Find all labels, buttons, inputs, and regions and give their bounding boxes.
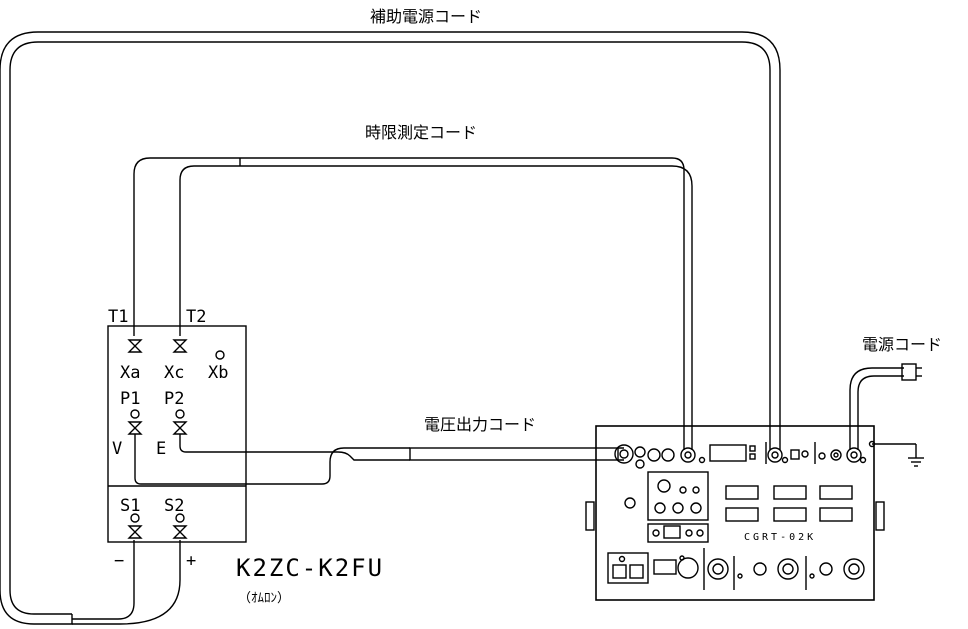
power-cord-label: 電源コード (862, 335, 942, 354)
ground-icon (872, 443, 924, 467)
power-cord (849, 363, 922, 450)
label-s2: S2 (164, 496, 184, 516)
label-v: V (112, 439, 122, 459)
voltage-output-cord (134, 434, 624, 485)
terminal-xc-icon (172, 339, 188, 353)
terminal-p1-icon (127, 409, 143, 435)
label-t2: T2 (186, 307, 206, 327)
terminal-s1-icon (127, 513, 143, 539)
device-knob-left (624, 497, 636, 509)
timing-cord (133, 157, 693, 450)
terminal-s2-icon (172, 513, 188, 539)
label-xa: Xa (120, 363, 140, 383)
terminal-p2-icon (172, 409, 188, 435)
label-xc: Xc (164, 363, 184, 383)
timing-cord-label: 時限測定コード (365, 123, 477, 142)
device-model-label: CGRT-02K (744, 532, 816, 543)
device-left-handle (585, 501, 595, 531)
label-p1: P1 (120, 389, 140, 409)
aux-power-cord (0, 31, 781, 625)
device-bottom-row (607, 548, 865, 590)
relay-model-label: K2ZC-K2FU (236, 554, 384, 582)
label-e: E (156, 439, 166, 459)
device-meter-panel (647, 523, 709, 543)
label-xb: Xb (208, 363, 228, 383)
label-s1: S1 (120, 496, 140, 516)
device-control-panel (647, 471, 709, 521)
device-switch-grid (725, 485, 853, 522)
label-minus: − (114, 551, 124, 571)
device-connector-row (614, 440, 876, 469)
relay-unit (107, 325, 247, 543)
aux-power-cord-label: 補助電源コード (370, 7, 482, 26)
test-device: CGRT-02K (585, 425, 885, 601)
voltage-output-cord-label: 電圧出力コード (424, 415, 536, 434)
label-plus: + (186, 551, 196, 571)
relay-terminals (127, 339, 225, 539)
label-t1: T1 (108, 307, 128, 327)
label-p2: P2 (164, 389, 184, 409)
terminal-xa-icon (127, 339, 143, 353)
device-right-handle (875, 501, 885, 531)
relay-maker-label: （ｵﾑﾛﾝ） (238, 591, 290, 606)
terminal-xb-icon (215, 350, 225, 360)
